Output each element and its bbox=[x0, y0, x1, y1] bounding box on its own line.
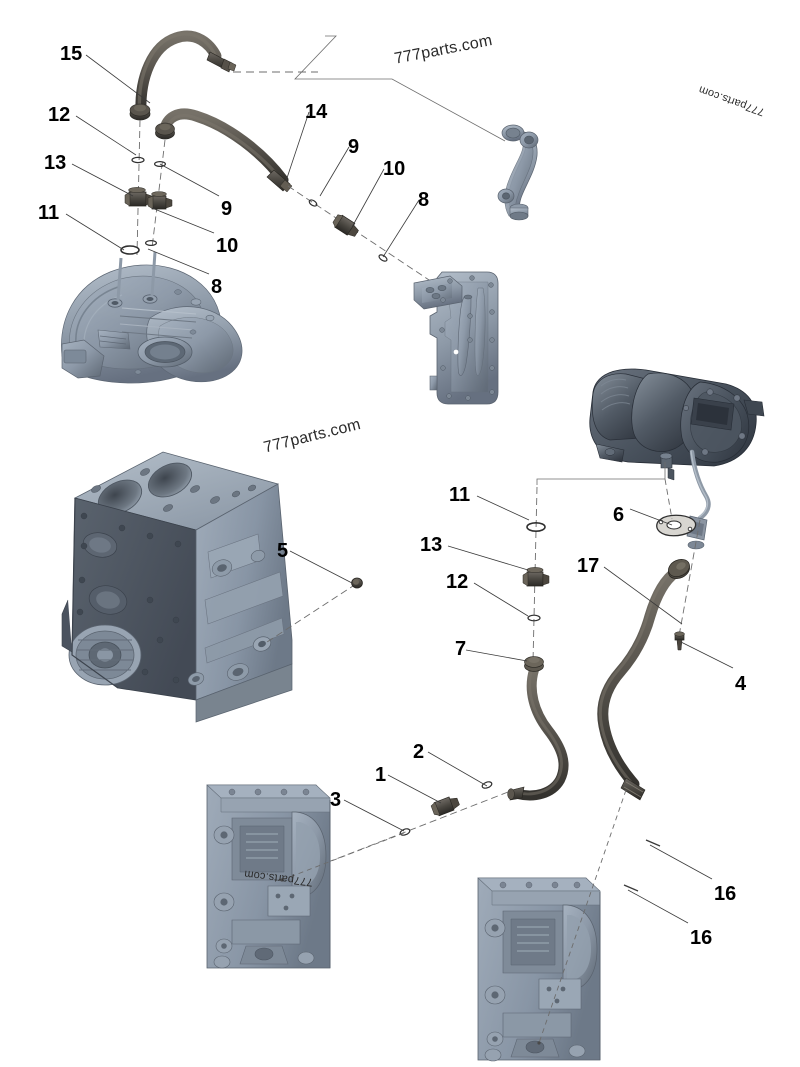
leader-line-1 bbox=[387, 774, 442, 804]
timing-gear bbox=[68, 624, 142, 686]
leader-line-7 bbox=[465, 649, 528, 662]
leader-line-14 bbox=[285, 111, 310, 182]
assembly-axis-left-a bbox=[120, 119, 153, 256]
sealing-washer-12 bbox=[131, 156, 145, 164]
leader-line-13b bbox=[447, 545, 529, 571]
callout-6: 6 bbox=[613, 504, 625, 526]
callout-15: 15 bbox=[60, 43, 83, 65]
plug-5-axis bbox=[263, 577, 363, 645]
leader-line-13a bbox=[71, 163, 134, 197]
leader-line-16b bbox=[627, 889, 689, 924]
leader-line-12b bbox=[473, 582, 529, 617]
leader-line-15 bbox=[85, 54, 151, 104]
turbocharger-assembly bbox=[61, 251, 243, 384]
leader-line-4 bbox=[680, 641, 734, 669]
callout-11b: 11 bbox=[449, 484, 471, 506]
leader-line-11a bbox=[65, 213, 125, 251]
callout-7: 7 bbox=[455, 638, 467, 660]
callout-2: 2 bbox=[413, 741, 425, 763]
callout-3: 3 bbox=[330, 789, 342, 811]
sealing-washer-11 bbox=[120, 245, 140, 255]
oil-return-tube-17 bbox=[597, 559, 690, 801]
leader-line-2 bbox=[427, 751, 488, 787]
sealing-washer-9 bbox=[154, 161, 167, 168]
bolt-4 bbox=[674, 631, 685, 651]
leader-line-8b bbox=[382, 199, 420, 258]
engine-block bbox=[61, 451, 293, 723]
engine-block-inset-left bbox=[206, 784, 331, 980]
tube-collar bbox=[620, 777, 646, 801]
callout-10b: 10 bbox=[383, 158, 406, 180]
callout-14: 14 bbox=[305, 101, 328, 123]
banjo-bolt-13 bbox=[124, 187, 153, 207]
callout-4: 4 bbox=[735, 673, 747, 695]
oil-supply-hose-upper bbox=[129, 30, 237, 121]
sealing-washer-8b bbox=[378, 254, 388, 262]
oil-feed-hose-7 bbox=[507, 656, 569, 801]
leader-line-10b bbox=[351, 168, 385, 228]
assembly-axis-right bbox=[522, 462, 666, 663]
callout-13b: 13 bbox=[420, 534, 443, 556]
leader-bracket-6 bbox=[536, 462, 666, 485]
union-fitting-1 bbox=[430, 796, 460, 817]
hose-banjo-head bbox=[155, 122, 175, 140]
callout-16b: 16 bbox=[690, 927, 713, 949]
callout-11a: 11 bbox=[38, 202, 60, 224]
hose-banjo-head bbox=[524, 656, 544, 672]
callout-17: 17 bbox=[577, 555, 600, 577]
callout-13a: 13 bbox=[44, 152, 67, 174]
leader-line-8a bbox=[147, 248, 210, 275]
callout-8a: 8 bbox=[211, 276, 223, 298]
banjo-bolt-13b bbox=[522, 567, 550, 587]
sealing-washer-8 bbox=[145, 240, 158, 247]
elbow-connector-pipe bbox=[497, 124, 539, 221]
hose-banjo-head bbox=[129, 103, 151, 121]
leader-line-6 bbox=[629, 508, 673, 526]
callout-5: 5 bbox=[277, 540, 289, 562]
assembly-axis-diagonal bbox=[287, 185, 433, 283]
bolt-4-axis bbox=[674, 519, 701, 651]
union-fitting-10 bbox=[147, 191, 173, 210]
hose-end-fitting bbox=[507, 786, 525, 801]
gasket-6 bbox=[656, 478, 697, 537]
leader-line-10a bbox=[151, 207, 215, 234]
callout-1: 1 bbox=[375, 764, 387, 786]
oil-feed-port bbox=[659, 452, 675, 481]
sealing-washer-11b bbox=[526, 521, 546, 532]
leader-line-9a bbox=[159, 163, 220, 197]
callout-9b: 9 bbox=[348, 136, 360, 158]
leader-line-16a bbox=[649, 844, 713, 880]
sealing-washer-12b bbox=[527, 614, 541, 622]
callout-10a: 10 bbox=[216, 235, 239, 257]
union-fitting-10b bbox=[332, 214, 359, 237]
tube-flange-eye bbox=[668, 559, 690, 580]
callout-16a: 16 bbox=[714, 883, 737, 905]
leader-line-5 bbox=[289, 550, 353, 584]
exhaust-manifold-turbo bbox=[589, 368, 765, 550]
engine-block-inset-right bbox=[477, 877, 601, 1067]
leader-line-11b bbox=[476, 495, 530, 521]
oil-supply-hose-lower bbox=[155, 108, 293, 193]
sealing-washer-2 bbox=[481, 781, 493, 789]
sealing-washer-3 bbox=[399, 828, 411, 836]
leader-line-12a bbox=[75, 115, 137, 156]
leader-polyline-elbow bbox=[294, 35, 506, 142]
callout-leader-lines bbox=[65, 54, 734, 924]
callout-12a: 12 bbox=[48, 104, 71, 126]
callout-12b: 12 bbox=[446, 571, 469, 593]
leader-line-9b bbox=[319, 146, 350, 197]
assembly-axis-left-b bbox=[145, 139, 173, 249]
sealing-washer-9b bbox=[308, 199, 318, 207]
hose-end-fitting bbox=[266, 169, 293, 193]
hose-end-fitting bbox=[206, 51, 237, 73]
callout-8b: 8 bbox=[418, 189, 430, 211]
leader-line-17 bbox=[603, 566, 683, 625]
leader-line-3 bbox=[343, 799, 405, 832]
callout-9a: 9 bbox=[221, 198, 233, 220]
mounting-bracket-heat-shield bbox=[413, 271, 499, 405]
